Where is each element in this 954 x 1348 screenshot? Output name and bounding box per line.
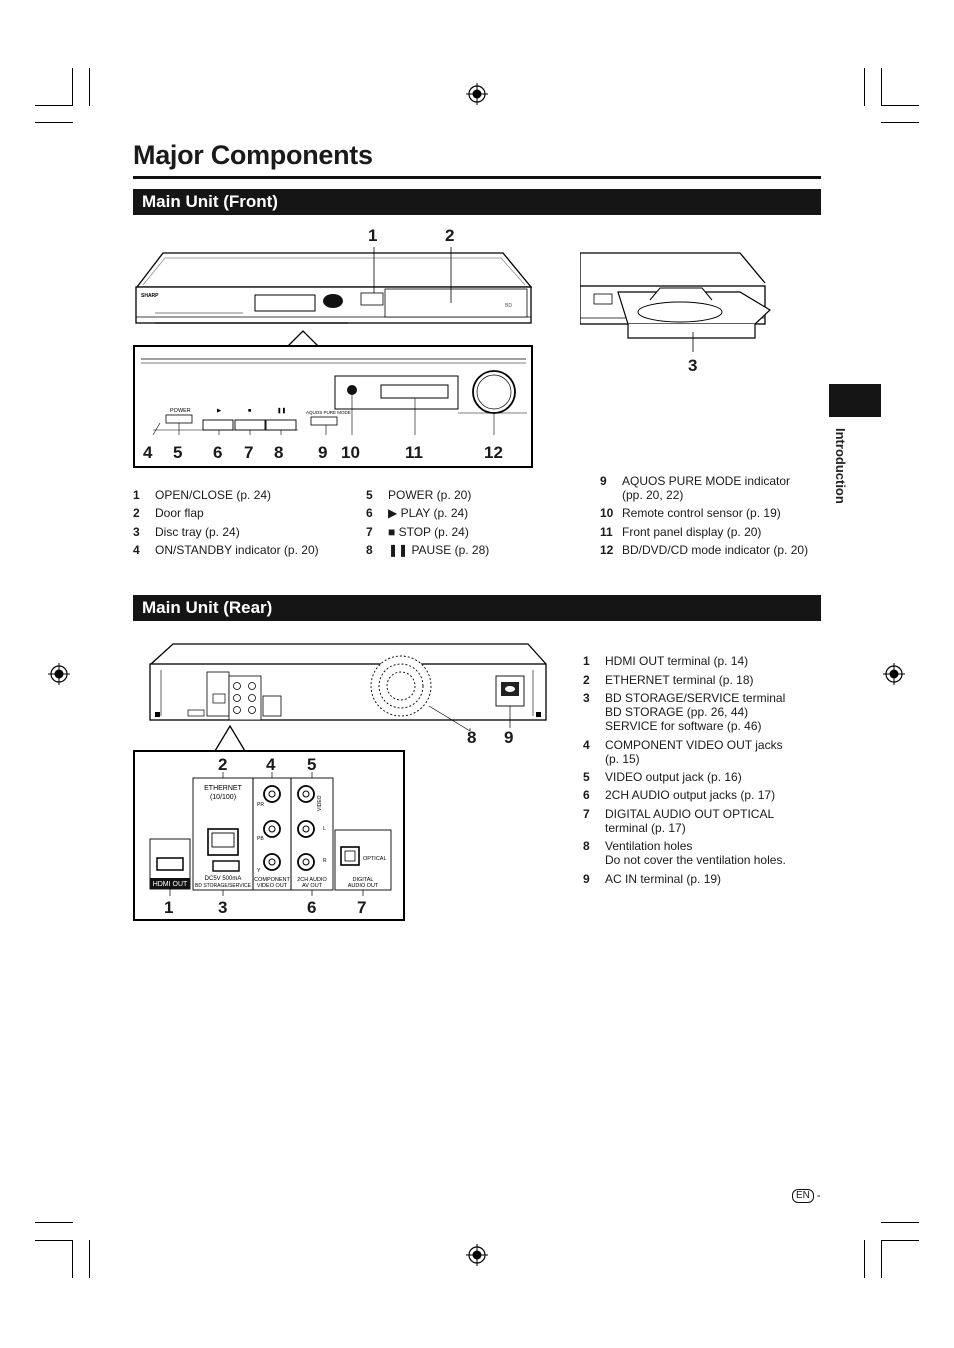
pause-symbol: ❚❚ bbox=[277, 407, 286, 414]
registration-mark-icon bbox=[466, 83, 488, 105]
legend-item: 6▶ PLAY (p. 24) bbox=[366, 506, 469, 520]
aquos-panel-label: AQUOS PURE MODE bbox=[306, 410, 351, 415]
title-rule bbox=[133, 176, 821, 179]
audio-label: 2CH AUDIO bbox=[297, 877, 327, 883]
front-callout-11: 11 bbox=[405, 443, 423, 462]
bd-storage-label: BD STORAGE/SERVICE bbox=[195, 883, 252, 889]
front-brand-small: SHARP bbox=[141, 293, 159, 299]
section-heading-rear: Main Unit (Rear) bbox=[133, 595, 821, 621]
rear-callout-6: 6 bbox=[307, 898, 317, 917]
page-title: Major Components bbox=[133, 140, 373, 170]
side-tab bbox=[829, 384, 881, 417]
rear-callout-4: 4 bbox=[266, 755, 276, 774]
front-callout-2: 2 bbox=[445, 226, 455, 245]
svg-text:BD: BD bbox=[505, 303, 512, 309]
rear-callout-9: 9 bbox=[504, 728, 514, 747]
front-callout-5: 5 bbox=[173, 443, 183, 462]
y-label: Y bbox=[257, 868, 261, 874]
stop-symbol: ■ bbox=[248, 408, 251, 414]
side-tab-label: Introduction bbox=[833, 428, 848, 504]
pr-label: PR bbox=[257, 802, 264, 808]
component-label: COMPONENT bbox=[254, 877, 290, 883]
pb-label: PB bbox=[257, 836, 264, 842]
l-label: L bbox=[323, 826, 326, 832]
legend-item-continued: (p. 15) bbox=[605, 752, 640, 766]
language-badge: EN bbox=[792, 1189, 814, 1203]
registration-mark-icon bbox=[48, 663, 70, 685]
registration-mark-icon bbox=[883, 663, 905, 685]
front-unit-diagram: SHARP BD POWER ▶ ■ ❚❚ AQUOS PURE MODE bbox=[133, 247, 533, 468]
front-callout-1: 1 bbox=[368, 226, 378, 245]
legend-item-continued: (pp. 20, 22) bbox=[622, 488, 684, 502]
legend-item-continued: terminal (p. 17) bbox=[605, 821, 686, 835]
front-callout-12: 12 bbox=[484, 443, 503, 462]
front-callout-7: 7 bbox=[244, 443, 254, 462]
legend-item: 7■ STOP (p. 24) bbox=[366, 525, 469, 539]
section-heading-front: Main Unit (Front) bbox=[133, 189, 821, 215]
digital-label: DIGITAL bbox=[353, 877, 374, 883]
play-symbol: ▶ bbox=[217, 408, 222, 414]
video-label: VIDEO bbox=[317, 795, 323, 811]
rear-callout-7: 7 bbox=[357, 898, 367, 917]
front-callout-3: 3 bbox=[688, 356, 698, 375]
av-out-label: AV OUT bbox=[302, 883, 323, 889]
rear-callout-2: 2 bbox=[218, 755, 228, 774]
rear-callout-8: 8 bbox=[467, 728, 477, 747]
optical-label: OPTICAL bbox=[363, 856, 387, 862]
front-callout-8: 8 bbox=[274, 443, 284, 462]
front-callout-9: 9 bbox=[318, 443, 328, 462]
registration-mark-icon bbox=[466, 1244, 488, 1266]
rear-callout-5: 5 bbox=[307, 755, 317, 774]
legend-item: 8❚❚ PAUSE (p. 28) bbox=[366, 543, 490, 557]
rear-callout-1: 1 bbox=[164, 898, 174, 917]
front-callout-6: 6 bbox=[213, 443, 223, 462]
power-panel-label: POWER bbox=[170, 408, 191, 414]
ethernet-label: ETHERNET bbox=[204, 785, 242, 792]
hdmi-label: HDMI OUT bbox=[153, 881, 188, 888]
rear-callout-3: 3 bbox=[218, 898, 228, 917]
front-callout-10: 10 bbox=[341, 443, 360, 462]
disc-tray-diagram bbox=[580, 252, 771, 352]
legend-item-continued: BD STORAGE (pp. 26, 44) bbox=[605, 705, 749, 719]
dc-label: DC5V 500mA bbox=[205, 876, 242, 882]
page-suffix: - bbox=[816, 1190, 821, 1202]
front-callout-4: 4 bbox=[143, 443, 153, 462]
component-label-2: VIDEO OUT bbox=[257, 883, 288, 889]
legend-item-continued: Do not cover the ventilation holes. bbox=[605, 853, 786, 867]
page-number: EN - bbox=[792, 1189, 821, 1203]
ethernet-speed-label: (10/100) bbox=[210, 794, 236, 801]
digital-audio-out-label: AUDIO OUT bbox=[348, 883, 379, 889]
rear-unit-diagram: ETHERNET (10/100) DC5V 500mA BD STORAGE/… bbox=[133, 643, 547, 921]
r-label: R bbox=[323, 858, 327, 864]
legend-item-continued: SERVICE for software (p. 46) bbox=[605, 719, 762, 733]
